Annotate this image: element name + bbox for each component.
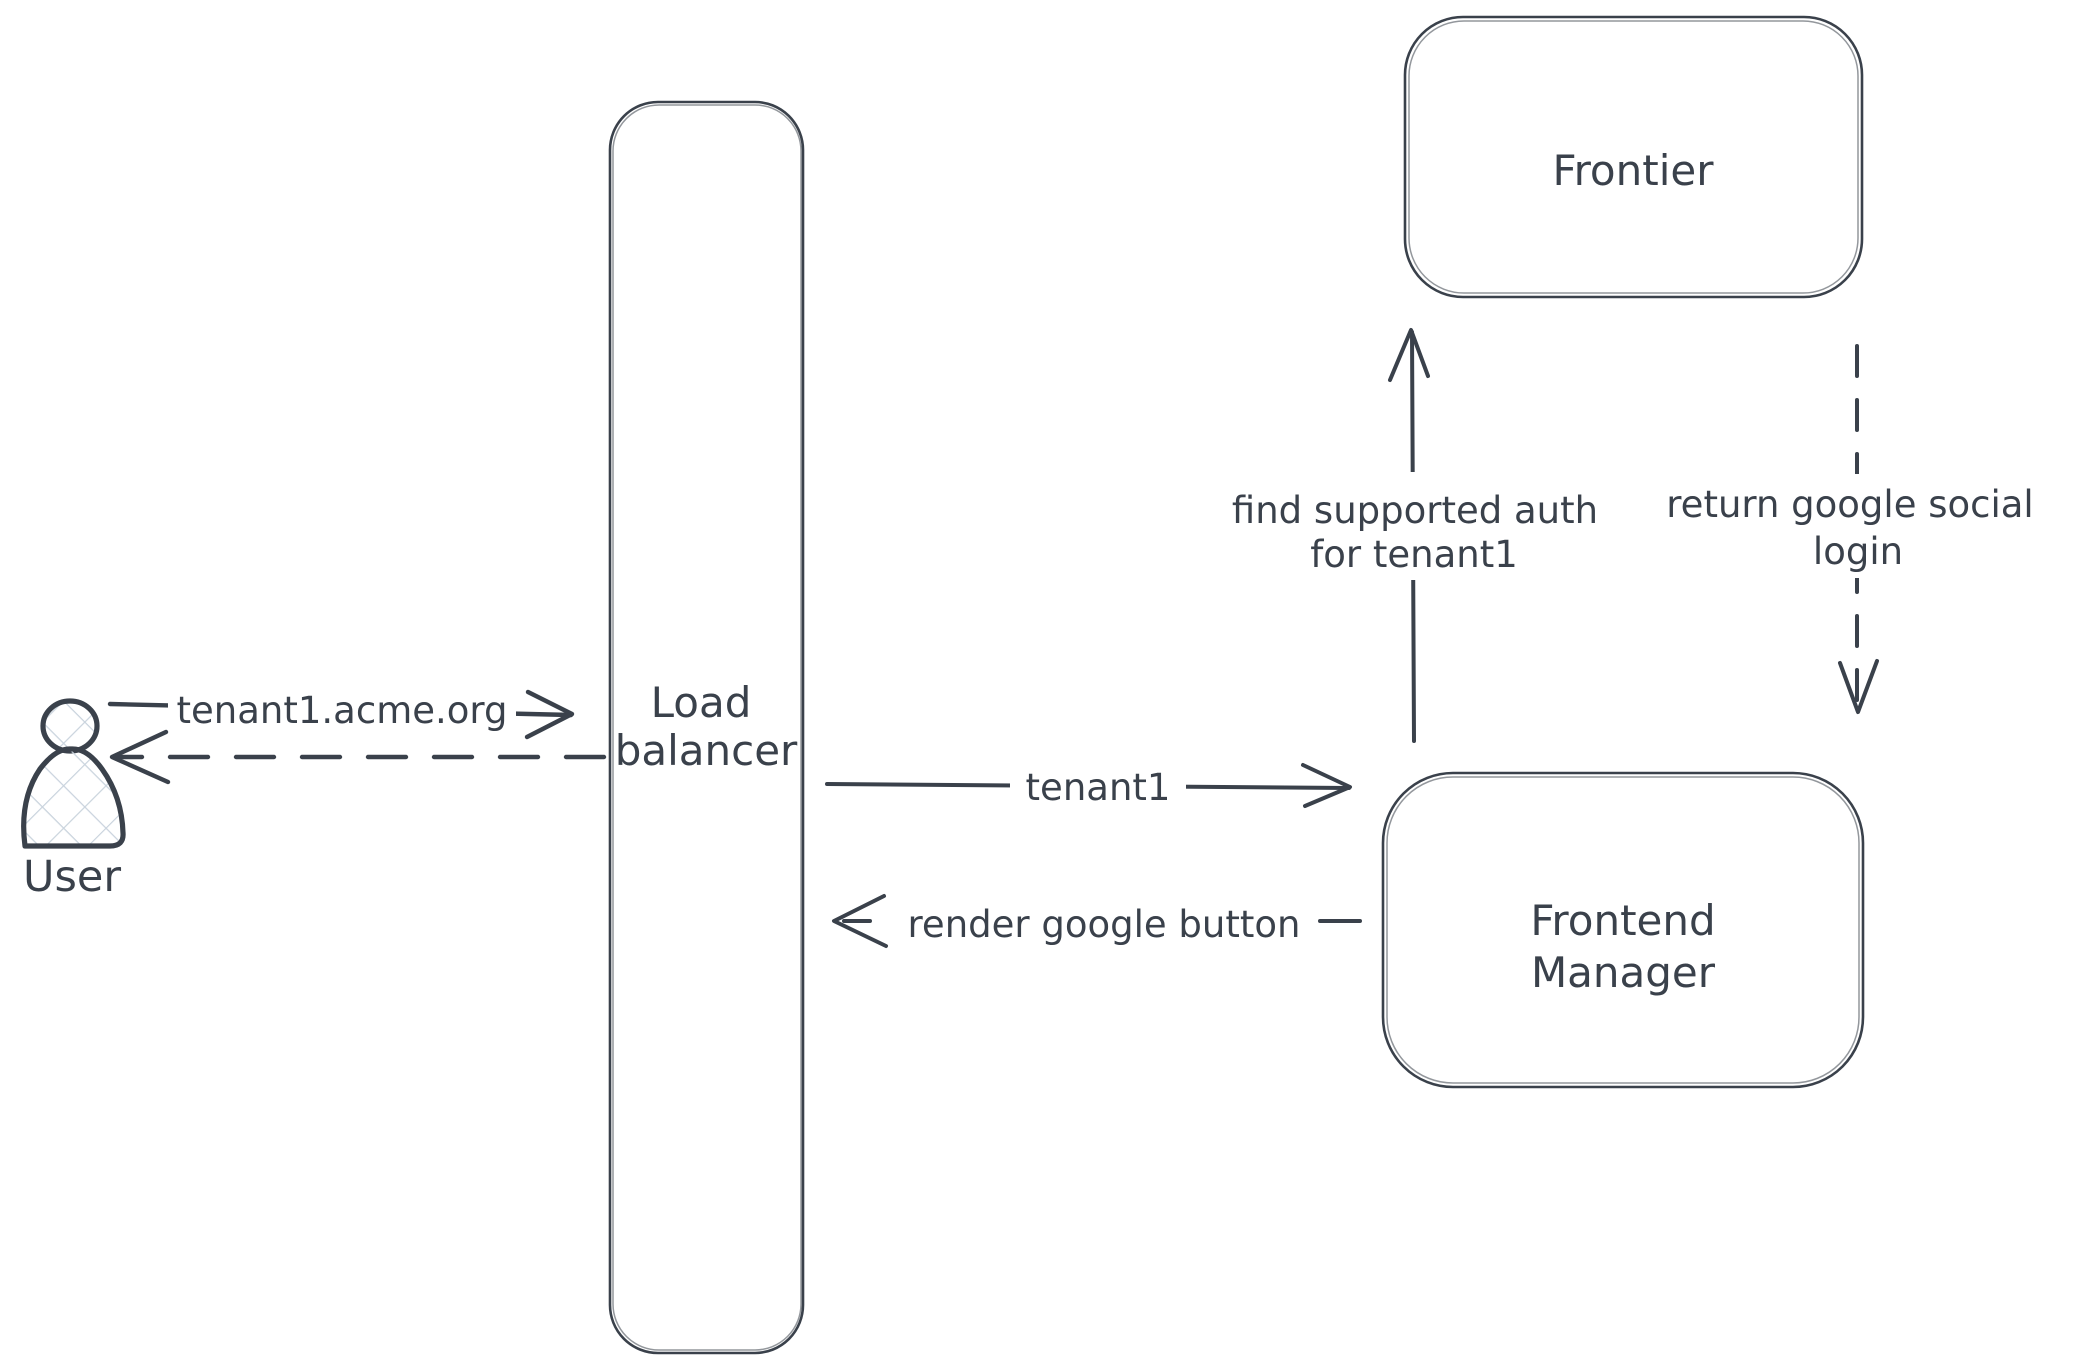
frontend-manager-node: Frontend Manager — [1381, 771, 1865, 1089]
user-icon-body — [21, 746, 126, 849]
arrow-user-to-load-balancer: tenant1.acme.org — [107, 676, 575, 740]
arrowhead-right-icon — [524, 689, 575, 740]
arrow-label-find-supported-auth-line1: find supported auth — [1232, 489, 1598, 532]
user-icon — [40, 698, 100, 754]
load-balancer-label-line1: Load — [651, 678, 752, 727]
arrowhead-down-icon — [1838, 659, 1879, 714]
arrow-frontend-manager-to-load-balancer: render google button — [832, 888, 1362, 952]
arrow-load-balancer-to-user — [109, 729, 607, 785]
arrowhead-left-icon — [832, 894, 888, 948]
arrowhead-left-icon — [109, 729, 171, 785]
user-label: User — [23, 852, 121, 902]
arrow-label-find-supported-auth-line2: for tenant1 — [1310, 533, 1518, 576]
frontier-label: Frontier — [1552, 146, 1714, 195]
arrow-label-return-google-social-line1: return google social — [1666, 483, 2033, 526]
load-balancer-label-line2: balancer — [615, 726, 798, 775]
arrow-label-tenant1: tenant1 — [1026, 766, 1171, 809]
load-balancer-node: Load balancer — [608, 100, 805, 1355]
arrow-label-tenant1-acme-org: tenant1.acme.org — [177, 689, 508, 732]
user-actor: User — [21, 698, 126, 902]
arrow-load-balancer-to-frontend-manager: tenant1 — [825, 758, 1352, 814]
frontend-manager-label-line2: Manager — [1531, 948, 1716, 997]
arrow-label-render-google-button: render google button — [908, 903, 1301, 946]
arrowhead-right-icon — [1301, 763, 1352, 808]
arrow-label-return-google-social-line2: login — [1813, 530, 1903, 573]
frontier-node: Frontier — [1403, 15, 1864, 299]
arrowhead-up-icon — [1388, 328, 1430, 382]
arrow-frontier-to-frontend-manager: return google social login — [1648, 344, 2054, 714]
frontend-manager-label-line1: Frontend — [1530, 896, 1715, 945]
arrow-frontend-manager-to-frontier: find supported auth for tenant1 — [1205, 328, 1625, 743]
